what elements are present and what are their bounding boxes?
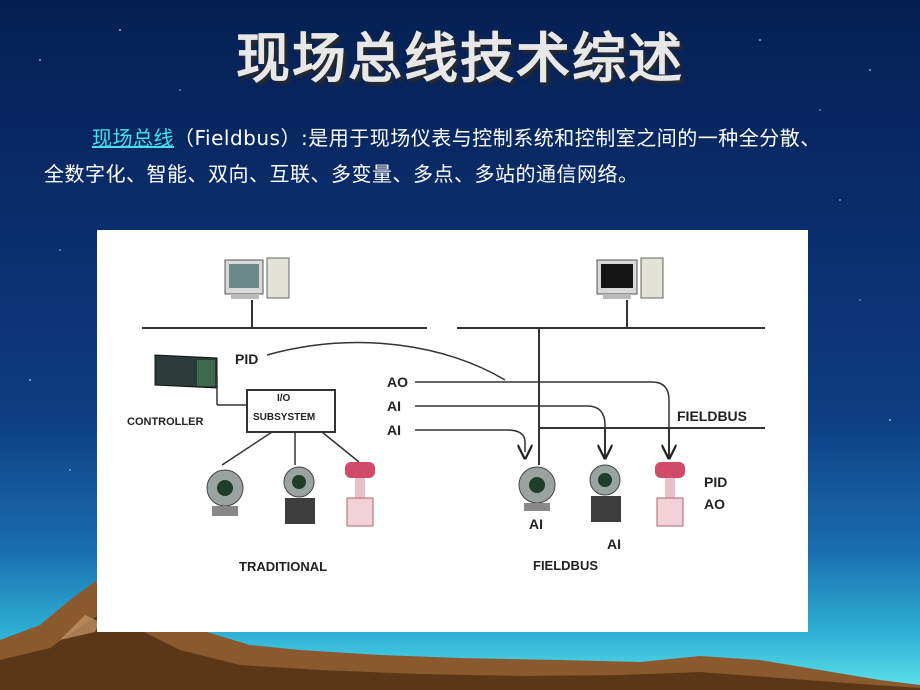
definition-text: （Fieldbus）:是用于现场仪表与控制系统和控制室之间的一种全分散、全数字化… xyxy=(44,126,821,186)
traditional-caption: TRADITIONAL xyxy=(239,559,328,574)
fieldbus-caption: FIELDBUS xyxy=(533,558,598,573)
fieldbus-valve-icon xyxy=(655,462,685,527)
fieldbus-device-3-pid-label: PID xyxy=(704,474,728,490)
fieldbus-diagram: PID CONTROLLER I/O SUBSYSTEM TRADITIONAL… xyxy=(97,230,808,632)
traditional-transmitter-icon xyxy=(206,469,244,516)
fieldbus-device-1-label: AI xyxy=(529,516,543,532)
mountain-scenery xyxy=(0,578,920,690)
fieldbus-transmitter-icon xyxy=(518,466,556,511)
ai-label-2: AI xyxy=(387,422,401,438)
fieldbus-pressure-transmitter-icon xyxy=(589,464,621,522)
traditional-computer-icon xyxy=(224,257,290,299)
ao-label: AO xyxy=(387,374,408,390)
subsystem-label: SUBSYSTEM xyxy=(253,412,316,423)
ai-arrow-2 xyxy=(415,429,525,452)
fieldbus-device-3-ao-label: AO xyxy=(704,496,725,512)
traditional-pressure-transmitter-icon xyxy=(283,466,315,524)
fieldbus-device-2-label: AI xyxy=(607,536,621,552)
ai-arrow-1 xyxy=(415,405,605,452)
ao-arrow xyxy=(415,381,669,452)
fieldbus-link[interactable]: 现场总线 xyxy=(92,126,174,150)
fieldbus-computer-icon xyxy=(596,257,664,299)
controller-label: CONTROLLER xyxy=(127,416,204,428)
pid-curve xyxy=(266,341,506,381)
slide-title: 现场总线技术综述 xyxy=(236,26,684,90)
controller-icon xyxy=(154,354,218,389)
traditional-valve-icon xyxy=(345,462,375,527)
diagram-drawing xyxy=(142,257,765,527)
pid-label: PID xyxy=(235,351,259,367)
definition-paragraph: 现场总线（Fieldbus）:是用于现场仪表与控制系统和控制室之间的一种全分散、… xyxy=(44,120,840,192)
io-label: I/O xyxy=(277,393,291,404)
ai-label-1: AI xyxy=(387,398,401,414)
fieldbus-bus-label: FIELDBUS xyxy=(677,408,747,424)
io-subsystem-box xyxy=(246,389,336,433)
